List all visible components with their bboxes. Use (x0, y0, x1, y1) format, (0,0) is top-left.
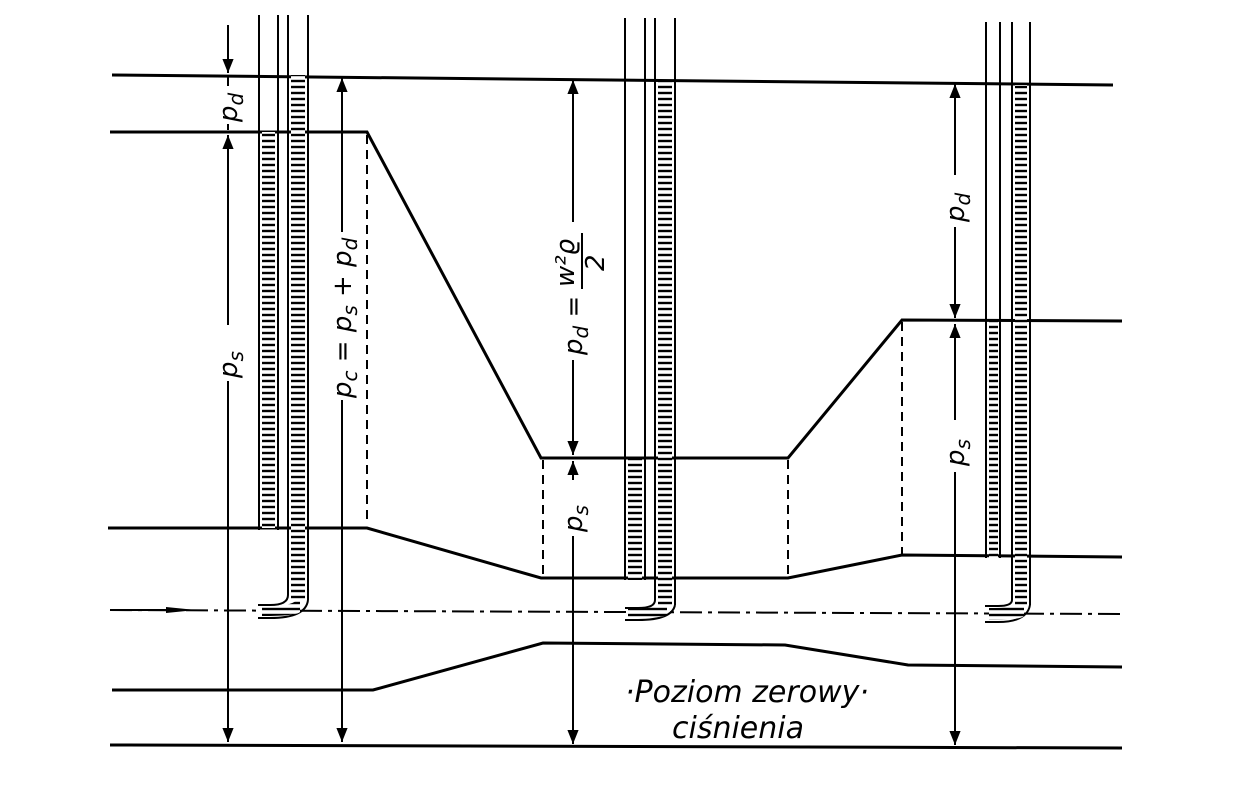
manometer-station-1 (258, 15, 309, 619)
caption-line-1: ·Poziom zerowy· (625, 675, 869, 710)
zero-pressure-line (109, 743, 1123, 750)
caption-line-2: ciśnienia (672, 711, 804, 746)
label-ps-middle: ps (559, 505, 593, 533)
label-ps-left: ps (214, 351, 248, 379)
pipe-axis (109, 609, 1123, 615)
total-pressure-line (111, 73, 1114, 87)
svg-text:w²ϱ: w²ϱ (551, 238, 581, 287)
svg-text:pd =: pd = (559, 296, 593, 356)
pipe-upper-wall (108, 526, 1123, 580)
manometer-station-3 (985, 22, 1031, 623)
label-pc-formula: pc = ps + pd (328, 237, 362, 399)
label-pd-formula: pd = w²ϱ 2 (551, 233, 611, 356)
svg-text:2: 2 (581, 254, 611, 271)
pipe-lower-wall (112, 641, 1123, 692)
manometer-station-2 (624, 18, 676, 621)
flow-direction-arrow (166, 607, 196, 613)
label-pd-right: pd (941, 192, 975, 223)
label-ps-right: ps (941, 439, 975, 467)
label-pd-left: pd (214, 92, 248, 123)
